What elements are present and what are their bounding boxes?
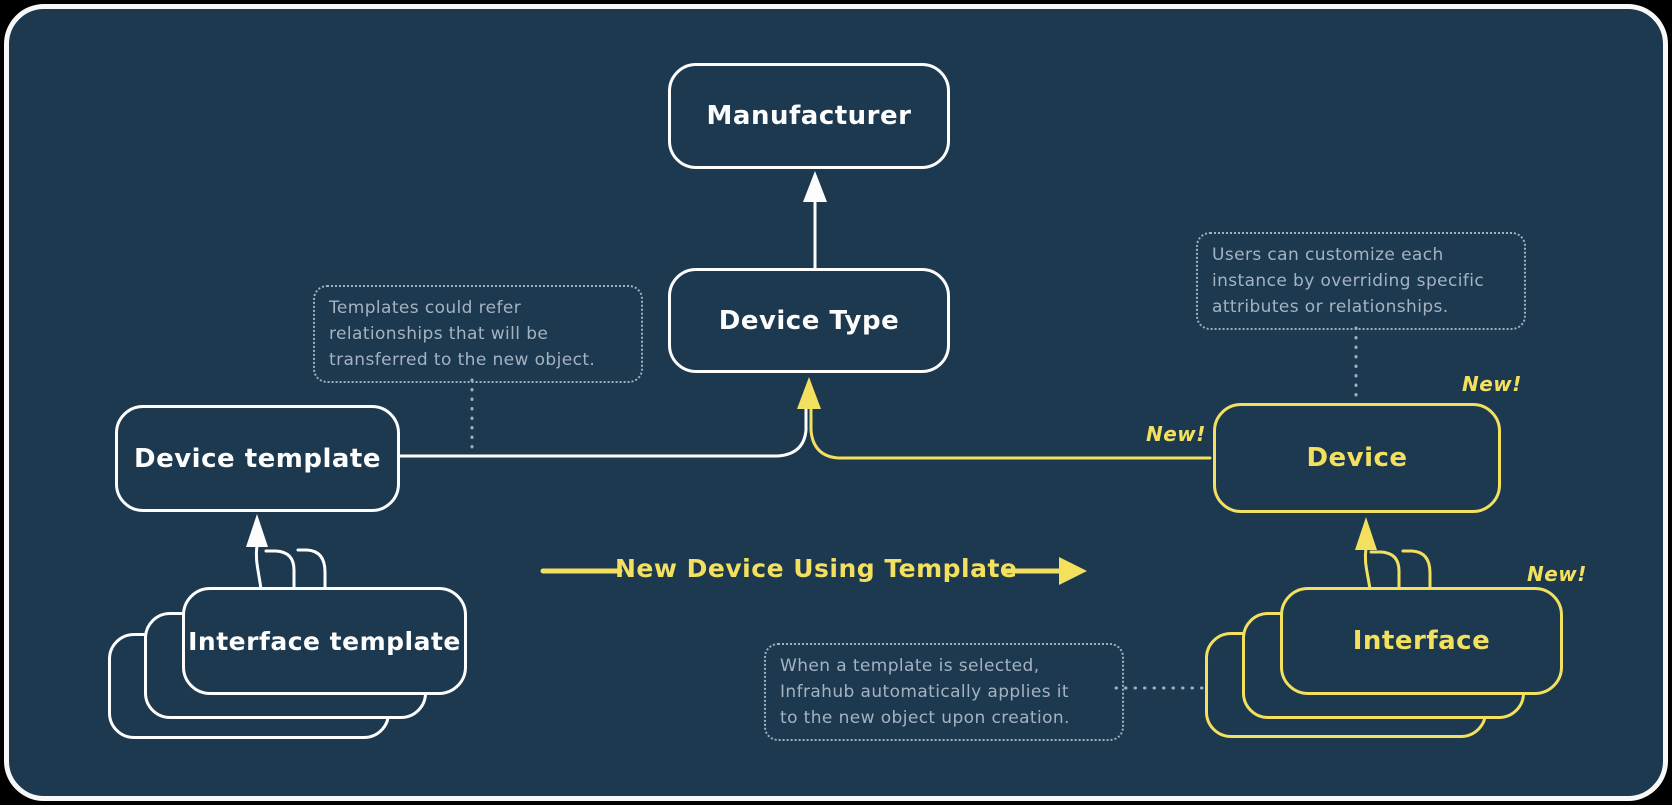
node-interface-template-label: Interface template bbox=[188, 626, 461, 656]
badge-new-device: New! bbox=[1462, 372, 1522, 396]
node-interface-template: Interface template bbox=[182, 587, 467, 695]
node-interface: Interface bbox=[1280, 587, 1563, 695]
node-device-template-label: Device template bbox=[134, 443, 381, 474]
flow-arrow-label: New Device Using Template bbox=[615, 554, 1018, 583]
node-device: Device bbox=[1213, 403, 1501, 513]
node-device-type: Device Type bbox=[668, 268, 950, 373]
badge-new-link: New! bbox=[1146, 422, 1206, 446]
node-device-template: Device template bbox=[115, 405, 400, 512]
node-manufacturer-label: Manufacturer bbox=[706, 101, 912, 131]
node-device-label: Device bbox=[1306, 443, 1408, 473]
note-customize: Users can customize each instance by ove… bbox=[1196, 232, 1526, 330]
note-apply: When a template is selected, Infrahub au… bbox=[764, 643, 1124, 741]
note-templates: Templates could refer relationships that… bbox=[313, 285, 643, 383]
badge-new-interface: New! bbox=[1527, 562, 1587, 586]
node-interface-label: Interface bbox=[1352, 626, 1491, 656]
node-device-type-label: Device Type bbox=[718, 305, 900, 336]
node-manufacturer: Manufacturer bbox=[668, 63, 950, 169]
